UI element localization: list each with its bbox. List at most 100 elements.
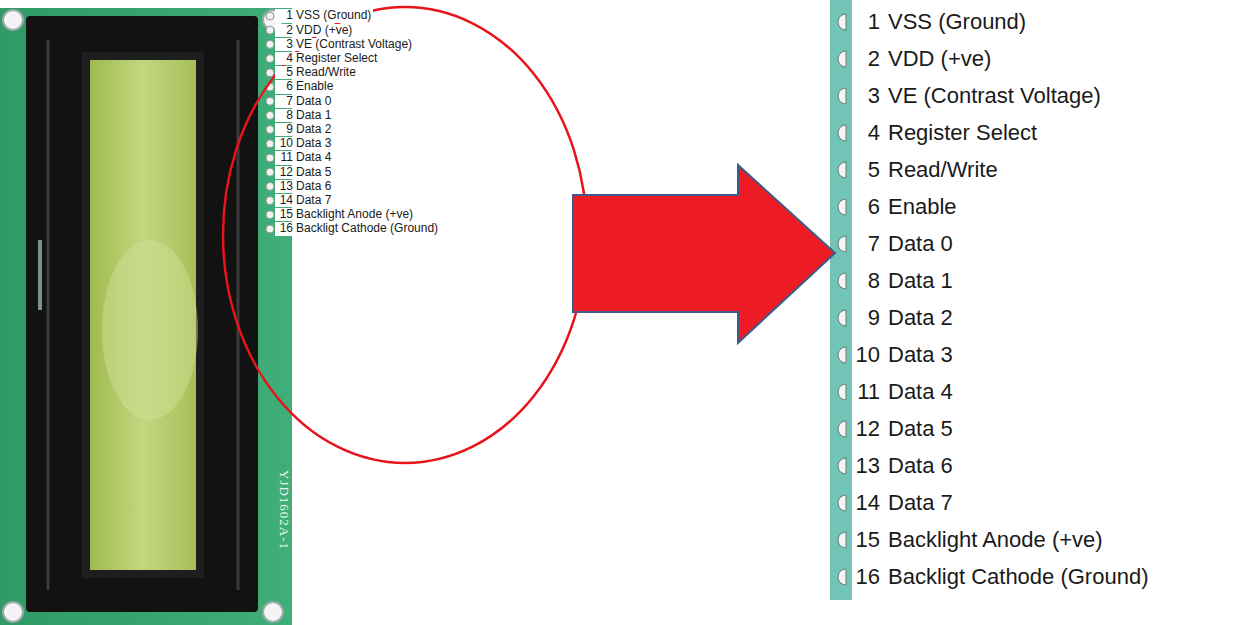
pin-number: 8 [275,109,295,122]
pin-pad [266,26,274,34]
pin-number: 8 [852,269,880,293]
pin-name: VDD (+ve) [294,24,354,37]
pin-pads [266,12,274,233]
pin-name: Data 2 [888,306,953,330]
pin-pad [838,162,846,178]
pin-pad [838,51,846,67]
pin-name: Register Select [888,121,1037,145]
pin-pad [838,569,846,585]
screen-reflection [102,240,198,420]
pin-name: Read/Write [888,158,998,182]
pin-name: Enable [888,195,957,219]
pin-pad [838,495,846,511]
pin-pad [838,310,846,326]
pcb-board [0,8,292,625]
pin-number: 3 [852,84,880,108]
zoomed-pcb-strip [830,0,852,600]
board-marking: YJD1602A-1 [277,470,291,550]
pin-name: Read/Write [294,66,358,79]
pin-pad [266,69,274,77]
pin-name: Data 3 [888,343,953,367]
pin-number: 4 [852,121,880,145]
pin-number: 1 [852,10,880,34]
screen-frame [82,52,204,578]
pin-number: 2 [275,24,295,37]
pin-number: 2 [852,47,880,71]
side-components [38,240,42,310]
pin-name: Data 0 [294,95,333,108]
pin-number: 12 [275,166,295,179]
pin-name: Data 7 [888,491,953,515]
pin-pad [838,458,846,474]
pin-pad [266,182,274,190]
pin-name: VSS (Ground) [888,10,1026,34]
pin-name: Backligt Cathode (Ground) [294,222,440,235]
pin-number: 7 [275,95,295,108]
pin-name: Data 5 [888,417,953,441]
pin-name: Data 1 [294,109,333,122]
pin-name: VSS (Ground) [294,9,373,22]
pin-pad [838,347,846,363]
pin-number: 13 [275,180,295,193]
pin-pad [266,211,274,219]
pin-name: Data 0 [888,232,953,256]
pin-pad [266,55,274,63]
pin-number: 5 [275,66,295,79]
pin-number: 15 [852,528,880,552]
pin-number: 1 [275,9,295,22]
pin-pad [266,126,274,134]
mounting-holes [3,10,283,622]
pin-name: Data 2 [294,123,333,136]
pin-pad [838,125,846,141]
pin-pad [838,236,846,252]
pin-pad [266,168,274,176]
pin-number: 7 [852,232,880,256]
pin-number: 13 [852,454,880,478]
pin-name: Data 6 [888,454,953,478]
pin-number: 5 [852,158,880,182]
pin-number: 6 [275,80,295,93]
pin-pad [838,88,846,104]
pin-number: 14 [852,491,880,515]
pin-number: 4 [275,52,295,65]
pin-number: 16 [275,222,295,235]
highlight-ellipse [223,7,587,463]
pin-pad [266,111,274,119]
pin-pad [266,97,274,105]
pin-number: 16 [852,565,880,589]
pin-number: 11 [852,380,880,404]
bezel-grooves [48,40,238,590]
pin-pad [838,532,846,548]
zoomed-pin-pads [838,14,846,585]
pin-name: Data 4 [888,380,953,404]
pin-pad [838,14,846,30]
pin-name: Register Select [294,52,379,65]
pin-name: Backligt Cathode (Ground) [888,565,1148,589]
pin-number: 10 [275,137,295,150]
pin-name: VE (Contrast Voltage) [294,38,414,51]
pin-number: 10 [852,343,880,367]
pin-pad [266,225,274,233]
pin-number: 6 [852,195,880,219]
pin-name: Data 6 [294,180,333,193]
pin-name: Data 4 [294,151,333,164]
pin-name: Backlight Anode (+ve) [294,208,415,221]
pin-pad [266,12,274,20]
pin-pad [266,40,274,48]
pin-name: VDD (+ve) [888,47,991,71]
pin-number: 3 [275,38,295,51]
pin-number: 15 [275,208,295,221]
pin-name: Data 7 [294,194,333,207]
pin-pad [266,140,274,148]
pin-number: 9 [275,123,295,136]
pin-number: 11 [275,151,295,164]
pin-name: Data 1 [888,269,953,293]
pin-name: Backlight Anode (+ve) [888,528,1103,552]
pin-name: Enable [294,80,335,93]
pin-pad [266,197,274,205]
pin-pad [838,421,846,437]
pin-pad [266,154,274,162]
pin-name: Data 5 [294,166,333,179]
pin-number: 9 [852,306,880,330]
